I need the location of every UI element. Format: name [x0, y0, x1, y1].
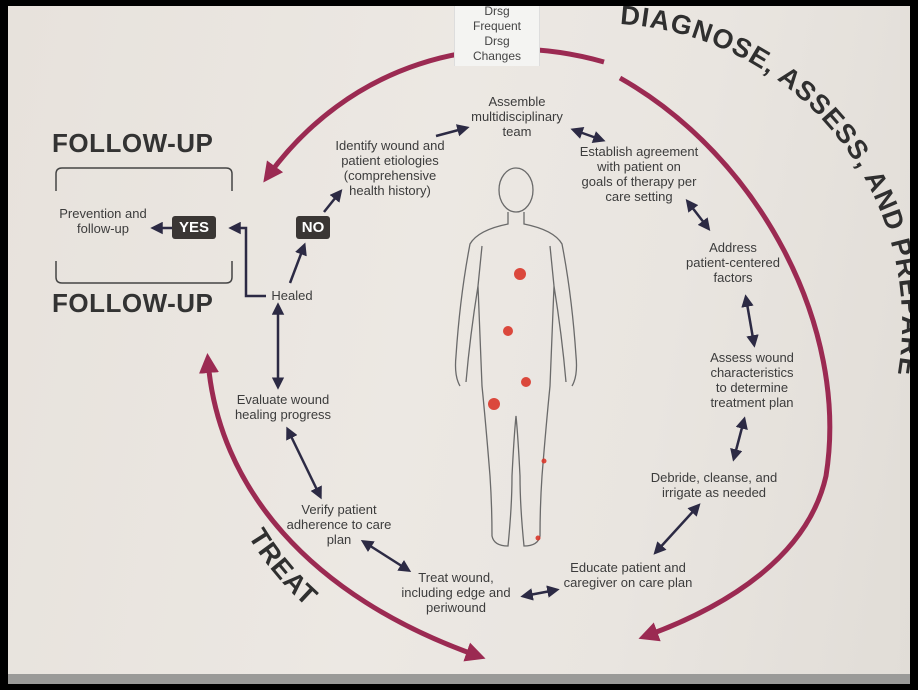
label-educate: Educate patient and caregiver on care pl…: [548, 560, 708, 590]
bottom-shadow-band: [8, 674, 910, 684]
stage-follow-up-bottom: FOLLOW-UP: [52, 288, 213, 319]
label-healed: Healed: [260, 288, 324, 303]
follow-up-bracket-top: [56, 168, 232, 191]
note-line: Drsg: [455, 6, 539, 19]
arrow-educate-treat: [524, 590, 556, 596]
label-debride: Debride, cleanse, and irrigate as needed: [634, 470, 794, 500]
arrow-assess-debride: [734, 420, 744, 458]
label-prevention-follow-up: Prevention and follow-up: [48, 206, 158, 236]
human-body-outline: [456, 168, 577, 546]
label-treat-wound: Treat wound, including edge and periwoun…: [394, 570, 518, 615]
photo-of-printed-diagram: DIAGNOSE, ASSESS, AND PREPARE TREAT Drsg…: [8, 6, 910, 684]
wound-markers: [488, 268, 547, 541]
note-line: Drsg: [455, 34, 539, 49]
note-line: Frequent: [455, 19, 539, 34]
note-line: Changes: [455, 49, 539, 64]
label-assemble-team: Assemble multidisciplinary team: [454, 94, 580, 139]
arrow-healed-no: [290, 246, 304, 283]
label-identify-wound: Identify wound and patient etiologies (c…: [320, 138, 460, 198]
healed-to-yes-connector: [232, 228, 266, 296]
yes-badge: YES: [172, 216, 216, 239]
label-establish-agreement: Establish agreement with patient on goal…: [564, 144, 714, 204]
arrow-address-assess: [746, 298, 754, 344]
label-assess-wound: Assess wound characteristics to determin…: [692, 350, 812, 410]
label-address-factors: Address patient-centered factors: [668, 240, 798, 285]
handwritten-sticky-note: Drsg Frequent Drsg Changes: [454, 6, 540, 66]
label-verify-adherence: Verify patient adherence to care plan: [274, 502, 404, 547]
stage-follow-up-top: FOLLOW-UP: [52, 128, 213, 159]
arrow-verify-evaluate: [288, 430, 320, 496]
follow-up-bracket-bottom: [56, 261, 232, 283]
no-badge: NO: [296, 216, 330, 239]
arrow-establish-address: [688, 202, 708, 228]
arrow-debride-educate: [656, 506, 698, 552]
label-evaluate-progress: Evaluate wound healing progress: [218, 392, 348, 422]
